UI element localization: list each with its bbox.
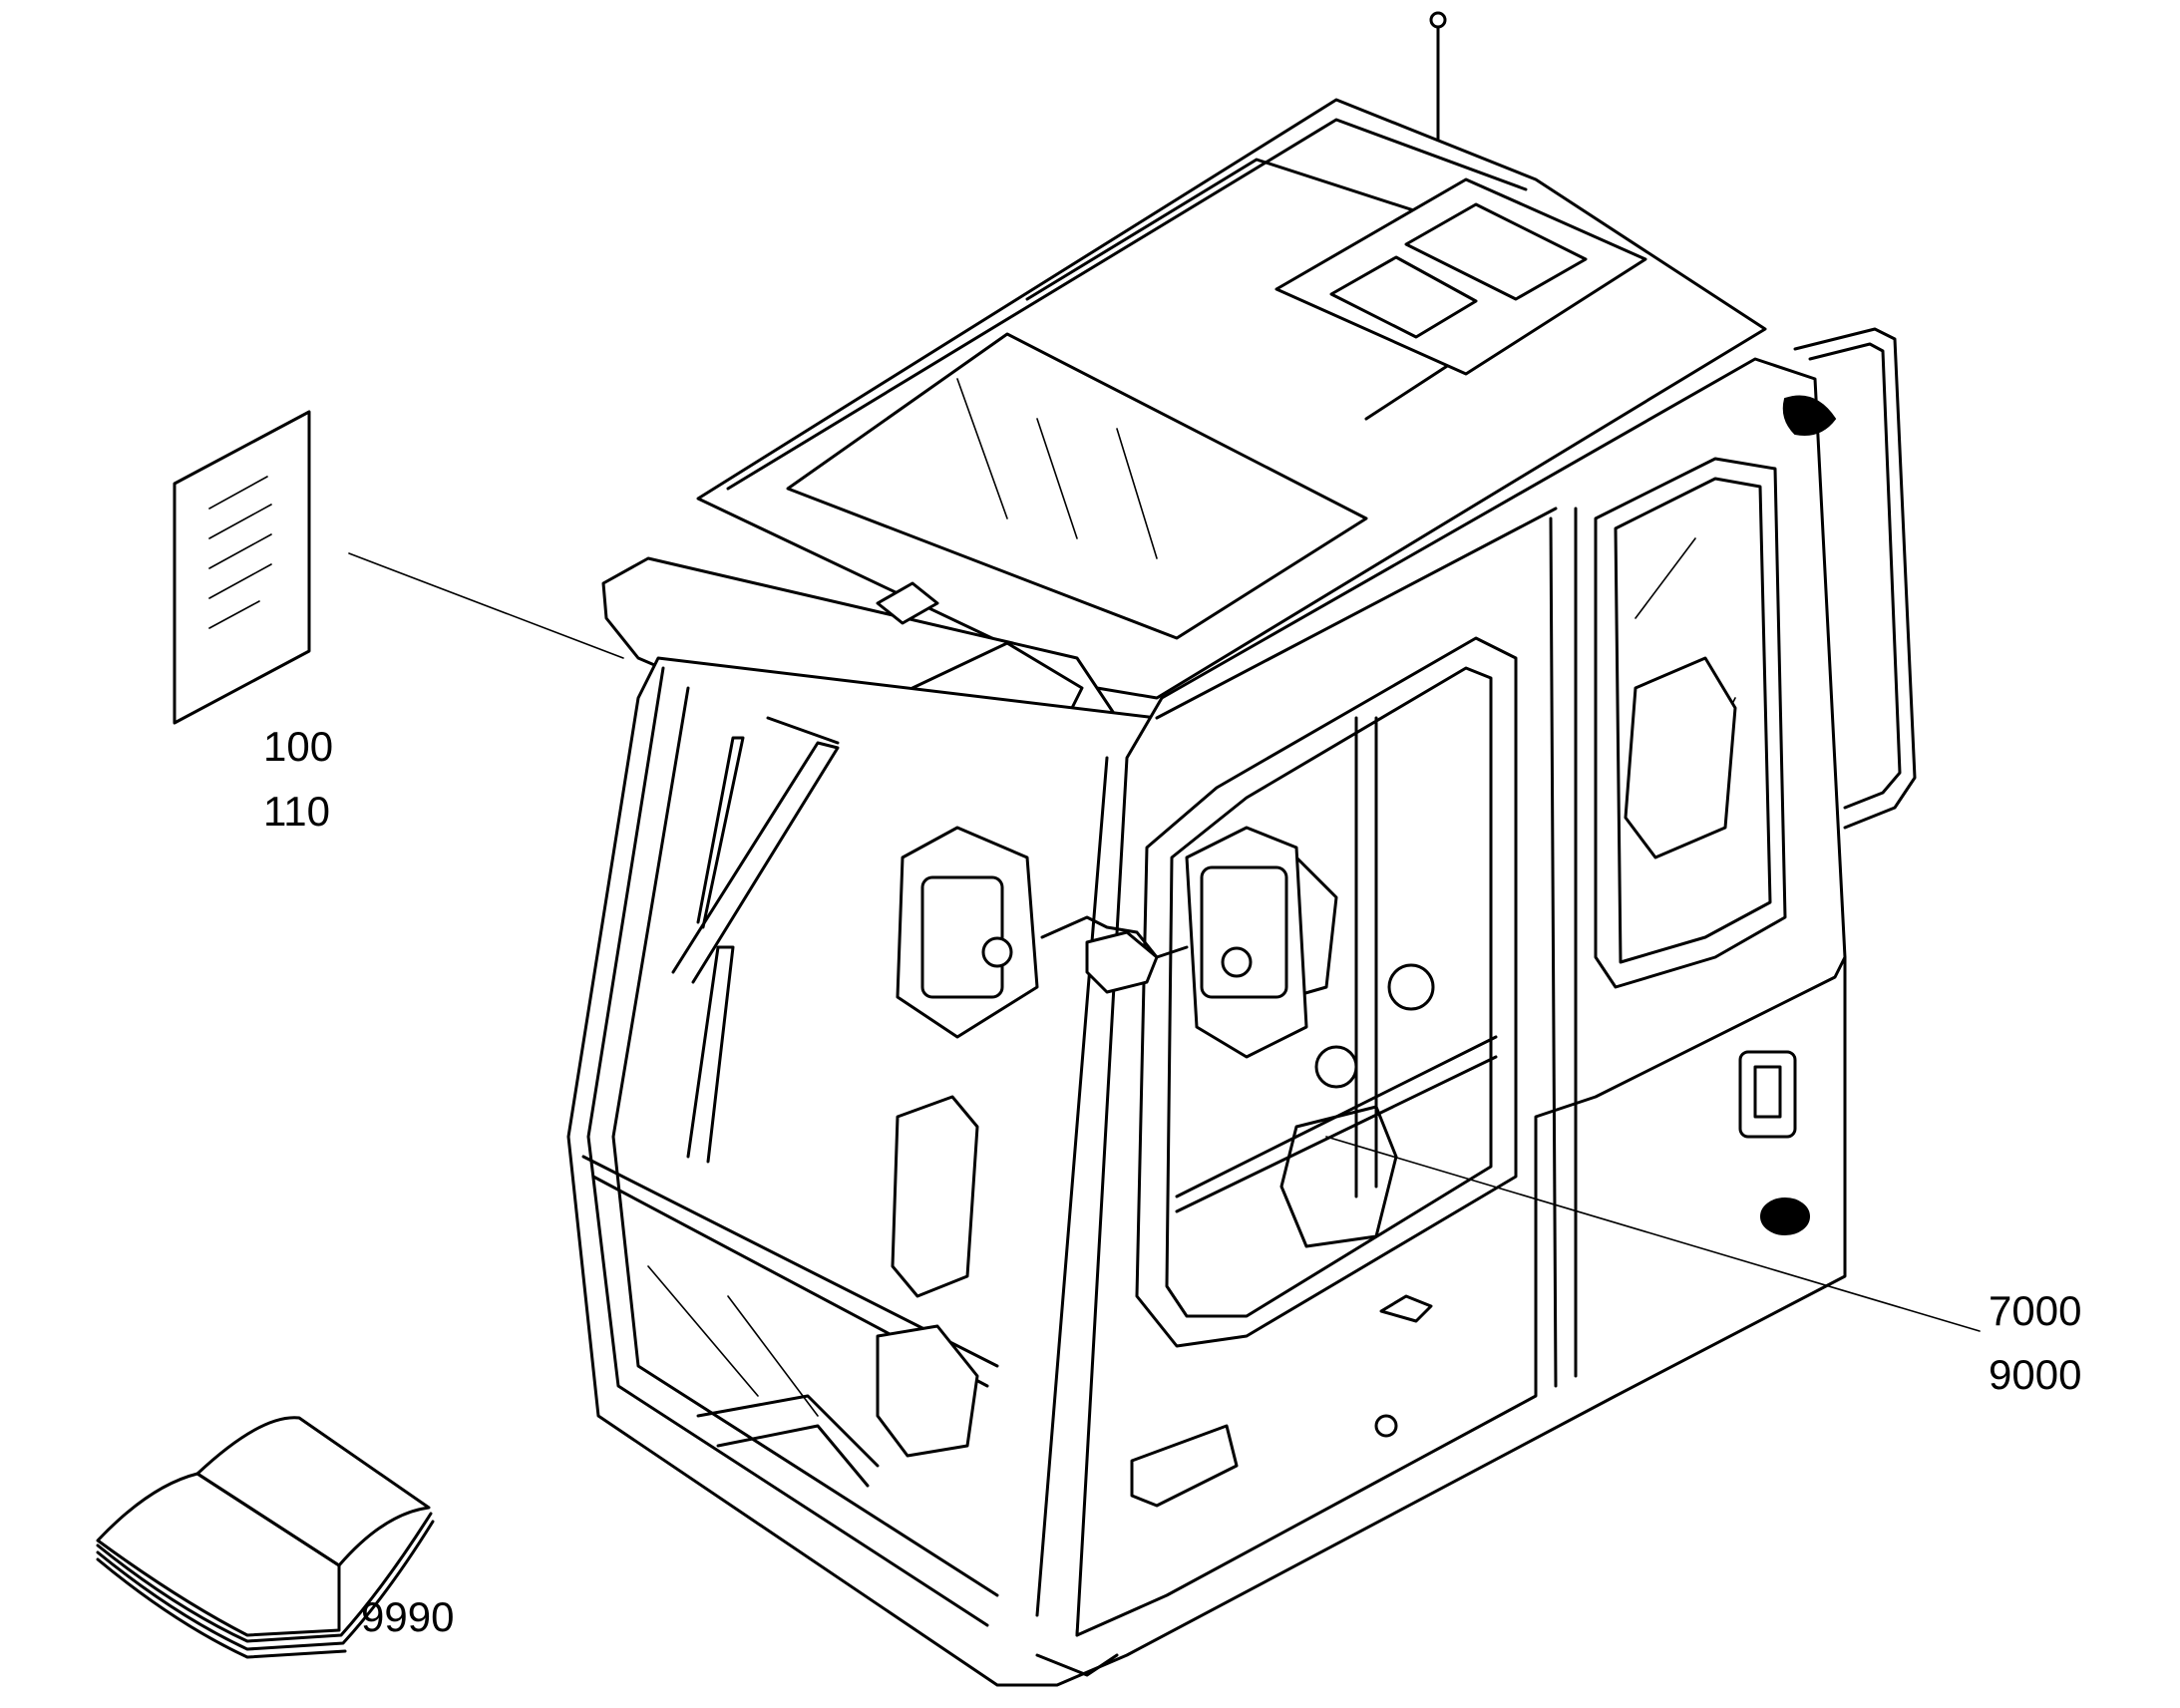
open-book-icon bbox=[96, 1416, 435, 1659]
leader-line-document bbox=[348, 552, 624, 659]
callout-label: 9990 bbox=[361, 1593, 454, 1640]
callout-manual: 9990 bbox=[361, 1593, 454, 1640]
document-sheet-icon bbox=[173, 410, 311, 725]
leader-line-cab-interior bbox=[1325, 1136, 1981, 1332]
leader-lines bbox=[348, 552, 1981, 1332]
operator-cab-illustration bbox=[566, 11, 1917, 1687]
callout-label: 110 bbox=[263, 788, 330, 835]
callout-cab-interior: 7000 9000 bbox=[1989, 1287, 2081, 1398]
callout-label: 100 bbox=[263, 723, 333, 770]
callout-document: 100 110 bbox=[263, 723, 333, 835]
callout-label: 9000 bbox=[1989, 1351, 2081, 1398]
callout-label: 7000 bbox=[1989, 1287, 2081, 1334]
